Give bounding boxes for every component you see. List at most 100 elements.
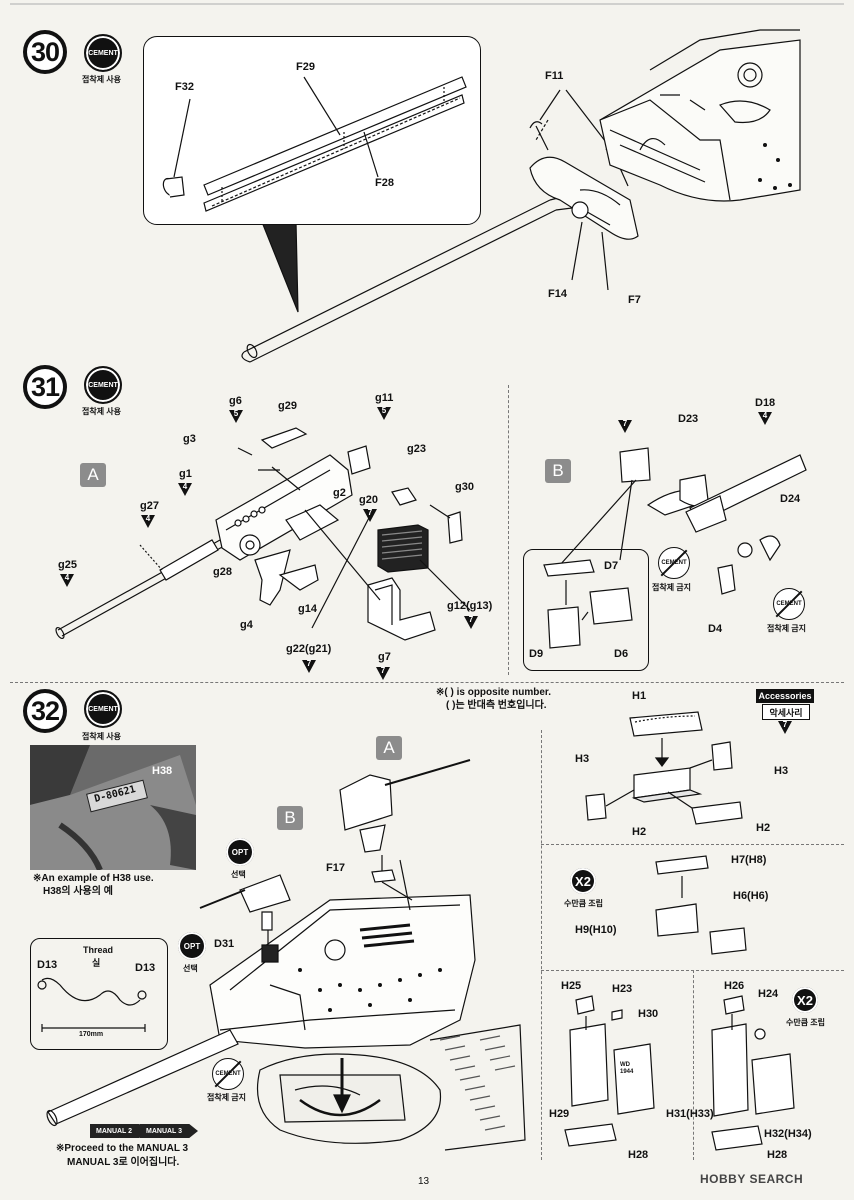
accessories-header-en: Accessories: [756, 689, 814, 703]
badge-number: 7: [622, 419, 628, 428]
label-H32: H32(H34): [764, 1128, 812, 1140]
badge-number: 7: [468, 615, 474, 624]
label-H3-right: H3: [774, 765, 789, 777]
instruction-badge: [363, 509, 377, 522]
x2-caption: 수만큼 조립: [786, 1018, 826, 1027]
label-H2-left: H2: [632, 826, 647, 838]
thread-label-ko: 실: [92, 958, 101, 968]
label-g20: g20: [359, 494, 378, 506]
label-F14: F14: [548, 288, 567, 300]
optional-icon: OPT: [226, 838, 254, 866]
x2-caption: 수만큼 조립: [564, 899, 604, 908]
cement-icon: CEMENT: [84, 690, 122, 728]
label-D23: D23: [678, 413, 699, 425]
manual-3-tag: MANUAL 3: [140, 1124, 198, 1138]
watermark: HOBBY SEARCH: [700, 1172, 804, 1186]
label-H2-right: H2: [756, 822, 771, 834]
label-g25: g25: [58, 559, 77, 571]
label-g1: g1: [179, 468, 192, 480]
label-F32: F32: [175, 81, 194, 93]
label-H26: H26: [724, 980, 745, 992]
badge-number: 4: [145, 514, 151, 523]
step-31-divider: [508, 385, 509, 675]
badge-number: 7: [782, 720, 788, 729]
badge-number: 4: [762, 411, 768, 420]
cement-caption: 접착제 사용: [82, 75, 122, 84]
label-D31: D31: [214, 938, 235, 950]
label-F7: F7: [628, 294, 641, 306]
no-cement-caption: 접착제 금지: [652, 583, 692, 592]
label-D18: D18: [755, 397, 776, 409]
label-g29: g29: [278, 400, 297, 412]
label-H25: H25: [561, 980, 582, 992]
badge-number: 4: [64, 573, 70, 582]
cement-caption: 접착제 사용: [82, 732, 122, 741]
label-H7: H7(H8): [731, 854, 767, 866]
label-g14: g14: [298, 603, 317, 615]
no-cement-icon: CEMENT: [658, 547, 690, 579]
label-F28: F28: [375, 177, 394, 189]
label-H9: H9(H10): [575, 924, 617, 936]
no-cement-caption: 접착제 금지: [767, 624, 807, 633]
manual-2-tag: MANUAL 2: [90, 1124, 148, 1138]
x2-badge: X2: [792, 987, 818, 1013]
label-D7: D7: [604, 560, 619, 572]
label-H6: H6(H6): [733, 890, 769, 902]
thread-length: 170mm: [79, 1031, 104, 1038]
no-cement-icon: CEMENT: [773, 588, 805, 620]
step-30-detail-box: F29 F32 F28: [143, 36, 481, 225]
photo-label-h38: H38: [152, 765, 173, 777]
label-D13-right: D13: [135, 962, 156, 974]
label-D4: D4: [708, 623, 723, 635]
label-g3: g3: [183, 433, 196, 445]
label-H24: H24: [758, 988, 779, 1000]
x2-badge: X2: [570, 868, 596, 894]
label-g11: g11: [375, 392, 394, 404]
instruction-badge: [229, 410, 243, 423]
label-F29: F29: [296, 61, 315, 73]
label-D24: D24: [780, 493, 801, 505]
accessories-header-ko: 악세사리: [762, 704, 810, 720]
instruction-badge: [60, 574, 74, 587]
label-D6: D6: [614, 648, 629, 660]
label-g12: g12(g13): [447, 600, 493, 612]
thread-label-en: Thread: [83, 945, 114, 955]
label-H31: H31(H33): [666, 1108, 714, 1120]
no-cement-caption: 접착제 금지: [207, 1093, 247, 1102]
label-g6: g6: [229, 395, 242, 407]
gun-a-tag: A: [376, 736, 402, 760]
accessory-divider: [541, 844, 844, 845]
label-F11: F11: [545, 70, 564, 82]
optional-caption: 선택: [231, 870, 246, 879]
instruction-badge: [758, 412, 772, 425]
h38-caption-ko: H38의 사용의 예: [43, 886, 113, 897]
label-H29: H29: [549, 1108, 570, 1120]
instruction-badge: [302, 660, 316, 673]
label-g30: g30: [455, 481, 474, 493]
thread-detail-box: Thread 실 D13 D13 170mm: [30, 938, 168, 1050]
label-g22: g22(g21): [286, 643, 332, 655]
badge-number: 7: [367, 508, 373, 517]
step-30-number: 30: [23, 30, 67, 74]
step-divider: [10, 682, 844, 683]
proceed-note-en: ※Proceed to the MANUAL 3: [56, 1143, 189, 1154]
instruction-badge: [178, 483, 192, 496]
cement-icon: CEMENT: [84, 366, 122, 404]
h38-caption-en: ※An example of H38 use.: [33, 873, 154, 884]
label-H28-right: H28: [767, 1149, 788, 1161]
badge-number: 7: [306, 659, 312, 668]
step-31-number: 31: [23, 365, 67, 409]
label-D9: D9: [529, 648, 544, 660]
accessory-divider: [541, 730, 542, 1160]
label-H28-left: H28: [628, 1149, 649, 1161]
label-H23: H23: [612, 983, 633, 995]
proceed-note-ko: MANUAL 3로 이어집니다.: [67, 1157, 180, 1168]
label-D13-left: D13: [37, 959, 58, 971]
accessory-divider: [541, 970, 844, 971]
label-g23: g23: [407, 443, 426, 455]
instruction-badge: [376, 667, 390, 680]
instruction-badge: [464, 616, 478, 629]
gun-b-tag: B: [277, 806, 303, 830]
panel-a-tag: A: [80, 463, 106, 487]
